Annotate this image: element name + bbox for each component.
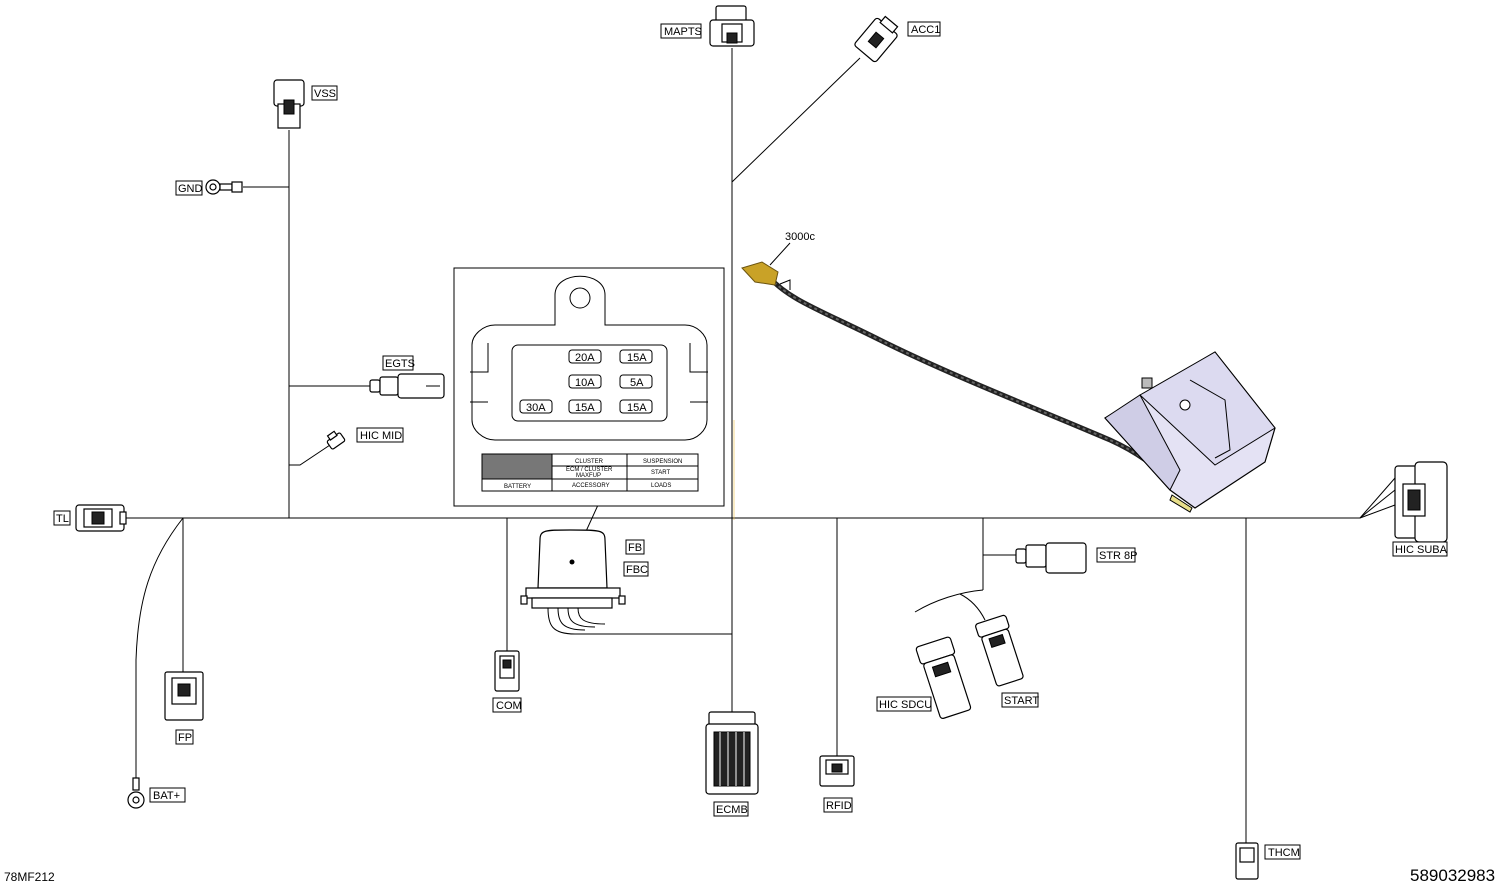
svg-text:COM: COM bbox=[496, 700, 522, 712]
svg-text:THCM: THCM bbox=[1268, 847, 1300, 859]
tl-connector bbox=[75, 504, 127, 532]
svg-text:30A: 30A bbox=[526, 402, 546, 414]
egts-label: EGTS bbox=[382, 355, 415, 371]
tl-label: TL bbox=[53, 510, 71, 526]
mapts-label: MAPTS bbox=[660, 23, 702, 39]
svg-text:5A: 5A bbox=[630, 377, 644, 389]
vss-connector bbox=[273, 79, 305, 129]
svg-text:BATTERY: BATTERY bbox=[504, 484, 531, 490]
svg-text:FB: FB bbox=[628, 542, 642, 554]
ecm-module bbox=[1104, 351, 1276, 513]
start-label: START bbox=[1001, 692, 1039, 708]
gnd-ring-terminal bbox=[205, 179, 243, 195]
rfid-label: RFID bbox=[823, 797, 853, 813]
svg-text:ECMB: ECMB bbox=[716, 804, 748, 816]
ecmb-label: ECMB bbox=[713, 801, 749, 817]
svg-text:SUSPENSION: SUSPENSION bbox=[643, 459, 682, 465]
gnd-label: GND bbox=[175, 180, 203, 196]
bat-plus-label: BAT+ bbox=[149, 787, 186, 803]
svg-text:BAT+: BAT+ bbox=[153, 790, 180, 802]
str-8p-connector bbox=[1015, 542, 1087, 574]
fuse-box-detail: 20A 15A 10A 5A 30A 15A 15A CLUSTER SUSPE… bbox=[453, 267, 725, 507]
hic-mid-label: HIC MID bbox=[356, 427, 404, 443]
part-number: 589032983 bbox=[1410, 866, 1496, 885]
fp-label: FP bbox=[175, 729, 194, 745]
part-3000c-callout: 3000c bbox=[769, 231, 815, 266]
svg-text:EGTS: EGTS bbox=[385, 358, 415, 370]
acc1-label: ACC1 bbox=[907, 21, 941, 37]
thcm-connector bbox=[1235, 842, 1259, 880]
vss-label: VSS bbox=[311, 85, 338, 101]
svg-text:15A: 15A bbox=[627, 352, 647, 364]
svg-text:MAPTS: MAPTS bbox=[664, 26, 702, 38]
acc1-connector bbox=[854, 15, 899, 63]
com-label: COM bbox=[492, 697, 522, 713]
svg-text:3000c: 3000c bbox=[785, 231, 815, 243]
hic-mid-connector bbox=[326, 430, 346, 450]
harness-wires bbox=[120, 48, 1396, 843]
hic-suba-connector bbox=[1394, 461, 1448, 543]
ecmb-connector bbox=[705, 711, 759, 795]
com-connector bbox=[494, 650, 520, 692]
svg-text:CLUSTER: CLUSTER bbox=[575, 459, 604, 465]
svg-text:ECM / CLUSTER: ECM / CLUSTER bbox=[566, 467, 613, 473]
svg-text:VSS: VSS bbox=[314, 88, 336, 100]
svg-text:HIC SDCU: HIC SDCU bbox=[879, 699, 932, 711]
svg-text:FBC: FBC bbox=[626, 564, 648, 576]
svg-text:MAXFUP: MAXFUP bbox=[576, 473, 601, 479]
fb-fuse-block bbox=[520, 529, 626, 609]
svg-text:RFID: RFID bbox=[826, 800, 852, 812]
svg-text:FP: FP bbox=[178, 732, 192, 744]
svg-text:20A: 20A bbox=[575, 352, 595, 364]
svg-text:ACC1: ACC1 bbox=[911, 24, 940, 36]
bat-plus-ring-terminal bbox=[127, 777, 145, 809]
part-3000c-cable bbox=[741, 261, 1187, 497]
fp-connector bbox=[164, 671, 204, 721]
svg-text:ACCESSORY: ACCESSORY bbox=[572, 483, 610, 489]
drawing-code: 78MF212 bbox=[4, 870, 55, 884]
svg-text:LOADS: LOADS bbox=[651, 483, 671, 489]
svg-text:10A: 10A bbox=[575, 377, 595, 389]
fbc-label: FBC bbox=[623, 561, 649, 577]
egts-connector bbox=[369, 373, 445, 399]
start-connector bbox=[975, 614, 1024, 687]
svg-text:GND: GND bbox=[178, 183, 203, 195]
svg-text:HIC SUBA: HIC SUBA bbox=[1395, 544, 1448, 556]
hic-sdcu-label: HIC SDCU bbox=[876, 696, 932, 712]
thcm-label: THCM bbox=[1264, 844, 1301, 860]
str-8p-label: STR 8P bbox=[1096, 547, 1138, 563]
fb-label: FB bbox=[625, 539, 645, 555]
svg-text:15A: 15A bbox=[575, 402, 595, 414]
mapts-connector bbox=[709, 5, 755, 47]
rfid-connector bbox=[819, 755, 855, 787]
svg-text:TL: TL bbox=[56, 513, 69, 525]
hic-suba-label: HIC SUBA bbox=[1392, 541, 1448, 557]
svg-text:START: START bbox=[651, 470, 670, 476]
svg-text:STR 8P: STR 8P bbox=[1099, 550, 1138, 562]
svg-text:15A: 15A bbox=[627, 402, 647, 414]
svg-text:HIC MID: HIC MID bbox=[360, 430, 402, 442]
svg-text:START: START bbox=[1004, 695, 1039, 707]
hic-sdcu-connector bbox=[915, 636, 972, 720]
